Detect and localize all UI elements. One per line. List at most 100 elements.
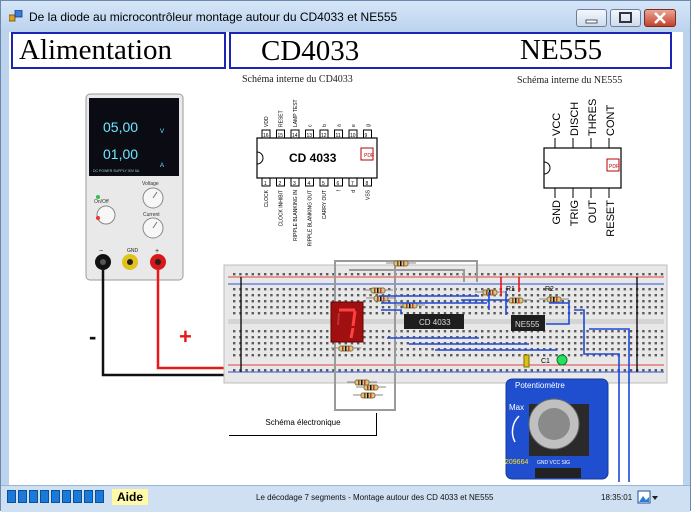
status-bar: Aide Le décodage 7 segments - Montage au… (1, 485, 690, 512)
svg-text:4: 4 (308, 181, 311, 187)
svg-text:e: e (351, 124, 357, 127)
app-icon (9, 10, 23, 22)
svg-text:GND: GND (551, 200, 563, 225)
svg-text:d: d (351, 190, 357, 193)
cd4033-header-title: CD4033 (261, 35, 360, 67)
progress-segment (29, 490, 38, 503)
svg-text:DISCH: DISCH (569, 102, 581, 136)
potentiometer-title: Potentiomètre (515, 381, 565, 390)
svg-text:12: 12 (321, 133, 327, 139)
c1-label: C1 (541, 358, 550, 365)
progress-segment (95, 490, 104, 503)
svg-text:On/Off: On/Off (94, 199, 109, 205)
svg-text:b: b (322, 124, 328, 127)
ne555-caption: Schéma interne du NE555 (517, 75, 623, 86)
cd4033-pinout-label: CD 4033 (289, 151, 337, 165)
svg-text:+: + (155, 248, 159, 255)
svg-text:THRES: THRES (587, 99, 599, 136)
svg-text:10: 10 (350, 133, 356, 139)
svg-text:6: 6 (337, 181, 340, 187)
r2-label: R2 (545, 286, 554, 293)
svg-text:−: − (99, 248, 103, 255)
svg-text:GND: GND (127, 248, 139, 254)
help-button[interactable]: Aide (112, 489, 149, 505)
svg-text:PDF: PDF (609, 164, 619, 170)
svg-text:CD 4033: CD 4033 (419, 318, 451, 327)
svg-text:14: 14 (292, 133, 298, 139)
ne555-header-title: NE555 (520, 34, 603, 66)
progress-indicator (7, 490, 106, 508)
svg-text:RIPPLE BLANKING OUT: RIPPLE BLANKING OUT (308, 190, 314, 246)
svg-text:CARRY OUT: CARRY OUT (322, 190, 328, 219)
svg-text:RIPPLE BLANKING IN: RIPPLE BLANKING IN (293, 190, 299, 241)
status-message: Le décodage 7 segments - Montage autour … (256, 493, 494, 502)
progress-segment (62, 490, 71, 503)
progress-segment (84, 490, 93, 503)
svg-text:7: 7 (351, 181, 354, 187)
svg-text:2: 2 (279, 181, 282, 187)
svg-text:Voltage: Voltage (142, 181, 159, 187)
svg-text:1: 1 (264, 181, 267, 187)
minimize-button[interactable] (576, 9, 607, 27)
progress-segment (73, 490, 82, 503)
svg-text:15: 15 (278, 133, 284, 139)
main-canvas: Alimentation CD4033 NE555 Schéma interne… (9, 32, 683, 506)
power-header-box: Alimentation (11, 32, 226, 69)
potentiometer-value: 209664 (505, 459, 528, 466)
svg-text:CLOCK: CLOCK (264, 189, 270, 207)
minimize-icon (585, 19, 598, 24)
svg-text:TRIG: TRIG (569, 200, 581, 226)
svg-text:OUT: OUT (587, 200, 599, 224)
svg-text:VDD: VDD (264, 116, 270, 127)
status-time: 18:35:01 (601, 493, 633, 502)
close-icon (654, 12, 666, 24)
svg-text:GND VCC SIG: GND VCC SIG (537, 460, 570, 466)
ne555-pinout: 8VCC7DISCH6THRES5CONT 1GND2TRIG3OUT4RESE… (543, 99, 622, 237)
maximize-button[interactable] (610, 9, 641, 27)
svg-text:Current: Current (143, 212, 160, 218)
svg-text:LAMP TEST: LAMP TEST (293, 99, 299, 127)
image-menu-icon[interactable] (637, 489, 659, 506)
svg-text:VCC: VCC (551, 113, 563, 136)
svg-text:CONT: CONT (605, 105, 617, 136)
svg-text:13: 13 (307, 133, 313, 139)
ne555-ic: NE555 (511, 315, 545, 331)
chips-header-box: CD4033 NE555 (229, 32, 672, 69)
power-header-title: Alimentation (19, 34, 173, 66)
progress-segment (18, 490, 27, 503)
circuit-illustration: 05,00 V 01,00 A DC POWER SUPPLY 30V 5A O… (85, 93, 668, 482)
svg-text:c: c (308, 124, 314, 127)
svg-text:11: 11 (336, 133, 341, 139)
svg-text:3: 3 (293, 181, 296, 187)
progress-segment (40, 490, 49, 503)
svg-text:V: V (160, 129, 164, 135)
svg-text:Max: Max (509, 403, 524, 412)
current-readout: 01,00 (103, 146, 138, 162)
svg-text:A: A (160, 163, 164, 169)
progress-segment (51, 490, 60, 503)
svg-text:CLOCK INHIBIT: CLOCK INHIBIT (279, 190, 285, 226)
seven-segment-display (330, 301, 364, 343)
schema-electronique-button[interactable]: Schéma électronique (229, 413, 377, 436)
r1-label: R1 (506, 286, 515, 293)
svg-text:8: 8 (366, 181, 369, 187)
power-supply: 05,00 V 01,00 A DC POWER SUPPLY 30V 5A O… (85, 93, 184, 281)
svg-text:f: f (337, 189, 343, 191)
progress-segment (7, 490, 16, 503)
svg-text:RESET: RESET (605, 200, 617, 237)
minus-label: - (89, 324, 96, 349)
cd4033-caption: Schéma interne du CD4033 (242, 74, 353, 85)
svg-text:PDF: PDF (364, 153, 374, 159)
close-button[interactable] (644, 9, 676, 27)
title-bar[interactable]: De la diode au microcontrôleur montage a… (1, 1, 690, 31)
svg-text:16: 16 (263, 133, 269, 139)
voltage-readout: 05,00 (103, 119, 138, 135)
svg-text:g: g (366, 124, 372, 127)
window-title: De la diode au microcontrôleur montage a… (29, 10, 398, 24)
cd4033-ic: CD 4033 (404, 314, 464, 329)
plus-label: + (179, 324, 192, 349)
svg-text:9: 9 (365, 133, 368, 139)
maximize-icon (619, 12, 632, 23)
